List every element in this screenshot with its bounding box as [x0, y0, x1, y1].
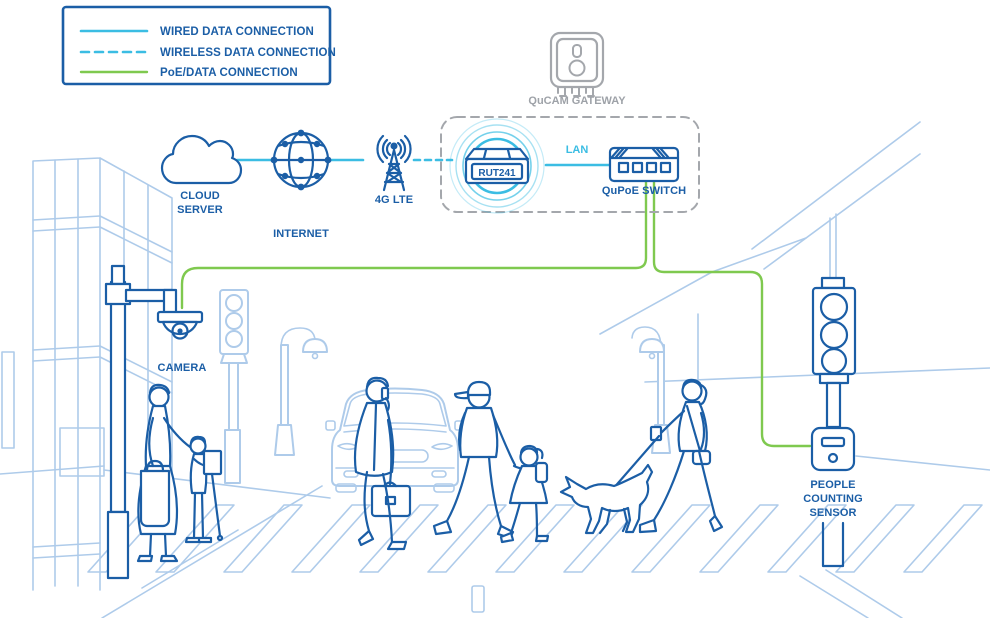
poe-line-to-sensor [652, 180, 812, 448]
svg-text:QuPoE SWITCH: QuPoE SWITCH [602, 185, 686, 197]
lan-label: LAN [566, 144, 589, 156]
dog-leash [610, 434, 661, 492]
svg-text:PEOPLE: PEOPLE [810, 479, 855, 491]
street-lamp-left [274, 327, 328, 456]
svg-text:QuCAM GATEWAY: QuCAM GATEWAY [528, 95, 626, 107]
cloud-server-node: CLOUD SERVER [160, 134, 243, 216]
switch-icon [608, 146, 680, 183]
svg-text:CLOUD: CLOUD [180, 190, 220, 202]
camera-node: CAMERA [104, 264, 207, 580]
legend: WIRED DATA CONNECTION WIRELESS DATA CONN… [61, 5, 336, 86]
crosswalk [87, 504, 983, 613]
svg-text:CAMERA: CAMERA [158, 362, 207, 374]
legend-box [61, 5, 332, 86]
gateway-kit-box [440, 116, 700, 213]
router-node: RUT241 [449, 118, 545, 214]
svg-text:SERVER: SERVER [177, 204, 223, 216]
gateway-icon [549, 31, 605, 97]
poe-line-to-camera [180, 180, 648, 310]
overhead-wires [751, 121, 921, 279]
wired-connections [235, 158, 612, 167]
globe-icon [270, 129, 332, 191]
sensor-icon [810, 426, 856, 472]
pedestrian-man-on-phone [353, 376, 412, 551]
lte-node: 4G LTE [375, 134, 413, 206]
pedestrian-woman-with-dog [610, 378, 724, 534]
pedestrian-man-with-girl [432, 380, 550, 544]
left-traffic-light [219, 289, 249, 484]
pedestrian-woman-with-child [136, 383, 224, 563]
switch-node: QuPoE SWITCH [602, 146, 686, 197]
people-counting-sensor-node: PEOPLE COUNTING SENSOR [803, 426, 863, 568]
legend-poe-label: PoE/DATA CONNECTION [160, 67, 298, 79]
svg-text:SENSOR: SENSOR [809, 507, 856, 519]
car [325, 387, 465, 493]
svg-text:4G LTE: 4G LTE [375, 194, 413, 206]
antenna-icon [376, 134, 412, 192]
legend-wired-label: WIRED DATA CONNECTION [160, 26, 314, 38]
svg-text:COUNTING: COUNTING [803, 493, 862, 505]
sensor-pole [821, 521, 845, 568]
left-building [0, 157, 173, 591]
svg-text:INTERNET: INTERNET [273, 228, 329, 240]
camera-pole [109, 280, 127, 514]
legend-wireless-label: WIRELESS DATA CONNECTION [160, 47, 336, 59]
right-traffic-light [811, 276, 857, 429]
cloud-icon [160, 134, 243, 185]
poe-data-connections [180, 180, 812, 448]
gateway-node: QuCAM GATEWAY [528, 31, 626, 107]
svg-text:RUT241: RUT241 [478, 168, 516, 179]
router-icon [464, 147, 530, 185]
road-dash-marking [471, 585, 485, 613]
dog [559, 463, 654, 535]
dome-camera-icon [156, 310, 204, 340]
internet-node: INTERNET [270, 129, 332, 240]
